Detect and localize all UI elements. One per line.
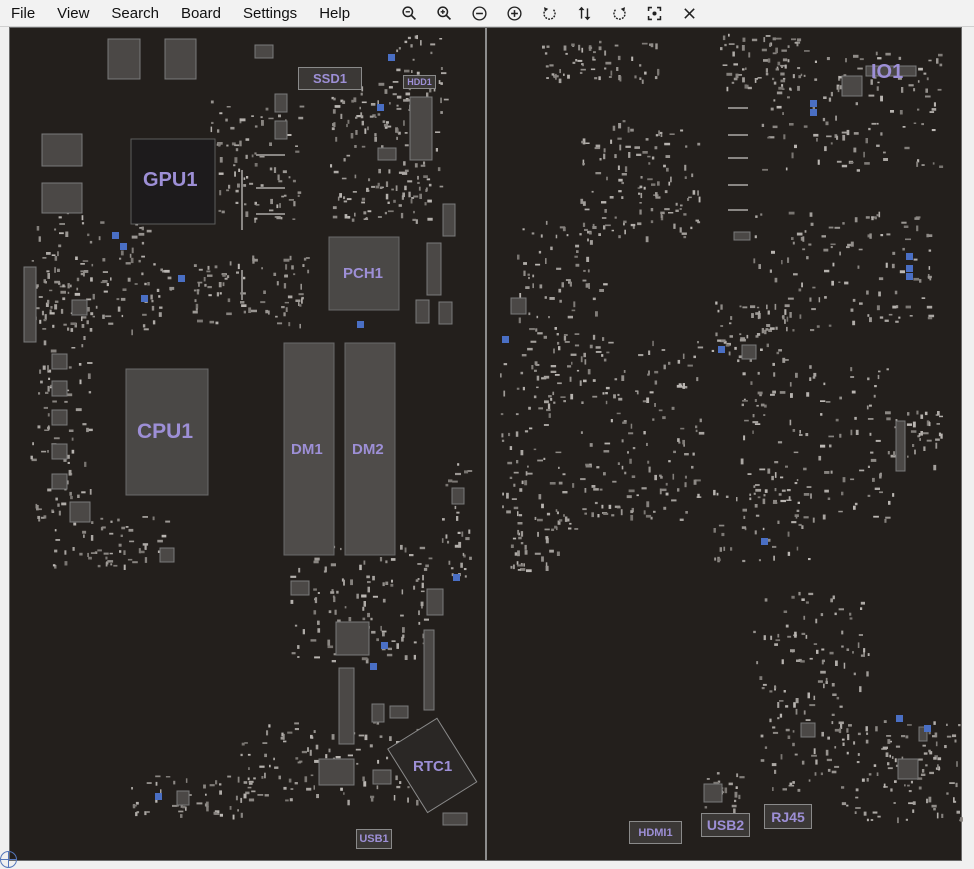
fit-view-button[interactable] (637, 0, 672, 27)
zoom-minus-button[interactable] (462, 0, 497, 27)
menu-settings[interactable]: Settings (242, 4, 298, 22)
rotate-left-button[interactable] (532, 0, 567, 27)
flip-icon (578, 6, 591, 21)
zoom-in-button[interactable] (427, 0, 462, 27)
menu-file[interactable]: File (11, 4, 36, 22)
plus-circle-icon (507, 6, 522, 21)
rotate-right-icon (613, 7, 626, 20)
menu-bar: File View Search Board Settings Help (0, 0, 974, 27)
menu-search[interactable]: Search (111, 4, 159, 22)
close-button[interactable] (672, 0, 707, 27)
toolbar (392, 0, 707, 27)
fit-view-icon (647, 6, 662, 21)
zoom-in-icon (437, 6, 452, 21)
minus-circle-icon (472, 6, 487, 21)
rotate-right-button[interactable] (602, 0, 637, 27)
menu-board[interactable]: Board (180, 4, 221, 22)
close-icon (684, 8, 695, 19)
zoom-plus-button[interactable] (497, 0, 532, 27)
flip-button[interactable] (567, 0, 602, 27)
zoom-out-icon (402, 6, 417, 21)
board-canvas[interactable] (9, 27, 962, 861)
rotate-left-icon (543, 7, 556, 20)
menu-view[interactable]: View (57, 4, 90, 22)
zoom-out-button[interactable] (392, 0, 427, 27)
menu-help[interactable]: Help (319, 4, 351, 22)
